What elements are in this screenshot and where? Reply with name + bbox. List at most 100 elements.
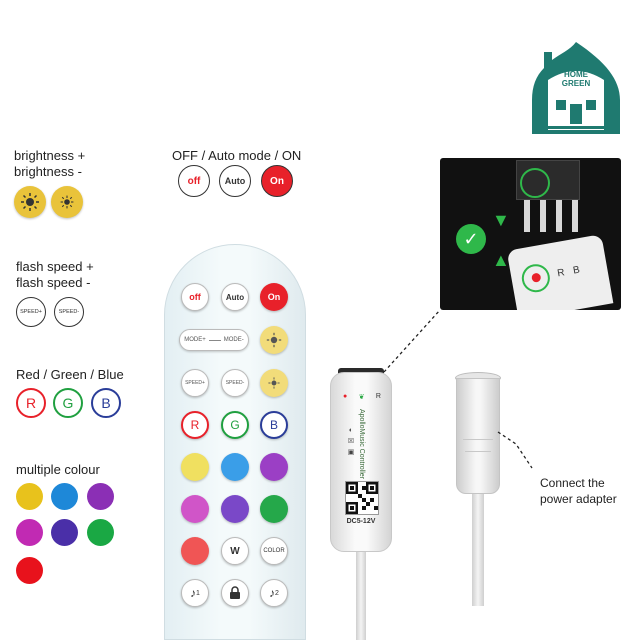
remote-purple-button[interactable] [260,453,288,481]
remote-speed-plus-label: SPEED+ [185,380,205,386]
remote-magenta-button[interactable] [181,495,209,523]
remote-g-letter: G [230,418,240,432]
connector-pins [520,200,582,234]
connection-detail-photo: ▼ ▲ ✓ R B [440,158,621,310]
indigo-swatch[interactable] [51,519,78,546]
remote-white-button[interactable]: W [221,537,249,565]
yellow-swatch[interactable] [16,483,43,510]
rgb-label: Red / Green / Blue [16,367,124,382]
down-arrow-icon: ▼ [492,210,510,230]
weee-icon: ☒ [347,438,355,445]
remote-lock-button[interactable] [221,579,249,607]
brightness-up-button[interactable] [14,186,46,218]
remote-color-button[interactable]: COLOR [260,537,288,565]
voltage-label: DC5-12V [346,518,376,525]
remote-sky-blue-button[interactable] [221,453,249,481]
speed-plus-button[interactable]: SPEED+ [16,297,46,327]
fcc-icon: ▣ [347,449,355,456]
green-letter: G [62,395,74,411]
green-swatch[interactable] [87,519,114,546]
remote-on-button[interactable]: On [260,283,288,311]
remote-off-label: off [189,292,201,302]
mode-minus-label: MODE- [223,337,244,343]
remote-music-2-button[interactable]: ♪2 [260,579,288,607]
logo-text-home: HOME [564,70,588,79]
house-icon [532,42,620,134]
purple-swatch[interactable] [87,483,114,510]
sun-large-icon [21,193,39,211]
checkmark-icon: ✓ [456,224,486,254]
remote-speed-minus-label: SPEED- [225,380,245,386]
off-button[interactable]: off [178,165,210,197]
power-cable [472,494,484,606]
remote-color-label: COLOR [263,548,285,554]
remote-yellow-button[interactable] [181,453,209,481]
remote-b-letter: B [269,418,278,432]
controller-plug-closeup: R B [506,234,614,310]
music-1-number: 1 [196,589,200,597]
music-note-icon: ♪ [190,586,197,600]
remote-music-1-button[interactable]: ♪1 [181,579,209,607]
speed-minus-button[interactable]: SPEED- [54,297,84,327]
lock-icon [230,586,240,599]
controller-leader-line [383,309,441,373]
flash-speed-minus-label: flash speed - [16,275,91,290]
remote-mode-rocker[interactable]: MODE+ MODE- [179,329,249,351]
music-note-icon: ♪ [269,586,276,600]
mode-plus-label: MODE+ [184,337,206,343]
power-modes-label: OFF / Auto mode / ON [172,148,302,163]
remote-speed-plus-button[interactable]: SPEED+ [181,369,209,397]
connect-adapter-line2: power adapter [540,492,617,506]
blue-letter: B [101,395,111,411]
red-dot-icon: ● [343,393,348,400]
r-mark-icon: R [375,393,381,400]
ce-icon: ◐ [348,427,354,434]
on-button[interactable]: On [261,165,293,197]
brightness-minus-label: brightness - [14,164,82,179]
remote-off-button[interactable]: off [181,283,209,311]
controller-cable [356,552,366,640]
brightness-down-button[interactable] [51,186,83,218]
flash-speed-plus-label: flash speed + [16,259,94,274]
red-button[interactable]: R [16,388,46,418]
connect-adapter-line1: Connect the [540,476,605,490]
bluetooth-controller: ● ❦ R ApolloMusic Controller ◐ ☒ ▣ DC5-1… [330,372,392,552]
leaf-icon: ❦ [358,394,365,401]
magenta-swatch[interactable] [16,519,43,546]
off-label: off [187,175,201,187]
green-button[interactable]: G [53,388,83,418]
sun-small-icon [60,195,74,209]
auto-button[interactable]: Auto [219,165,251,197]
remote-red-color-button[interactable] [181,537,209,565]
remote-violet-button[interactable] [221,495,249,523]
remote-on-label: On [267,292,281,302]
qr-code [345,481,379,515]
connector-highlight-circle [520,168,550,198]
remote-brightness-down-button[interactable] [260,369,288,397]
remote-r-letter: R [190,418,200,432]
up-arrow-icon: ▲ [492,250,510,270]
remote-auto-label: Auto [225,292,245,302]
speed-minus-label: SPEED- [58,309,80,315]
sky-blue-swatch[interactable] [51,483,78,510]
remote-green-button[interactable]: G [221,411,249,439]
remote-control: off Auto On MODE+ MODE- SPEED+ SPEED- R … [164,244,306,640]
remote-green-color-button[interactable] [260,495,288,523]
multiple-colour-label: multiple colour [16,462,100,477]
music-2-number: 2 [275,589,279,597]
sun-small-icon [268,377,280,389]
auto-label: Auto [224,176,246,186]
remote-red-button[interactable]: R [181,411,209,439]
remote-blue-button[interactable]: B [260,411,288,439]
brightness-plus-label: brightness + [14,148,86,163]
red-letter: R [25,395,37,411]
red-swatch[interactable] [16,557,43,584]
plug-letter-b: B [572,264,581,277]
logo-text-green: GREEN [561,79,591,88]
blue-button[interactable]: B [91,388,121,418]
remote-speed-minus-button[interactable]: SPEED- [221,369,249,397]
remote-brightness-up-button[interactable] [260,326,288,354]
on-label: On [270,175,284,187]
remote-auto-button[interactable]: Auto [221,283,249,311]
remote-w-label: W [230,545,240,557]
